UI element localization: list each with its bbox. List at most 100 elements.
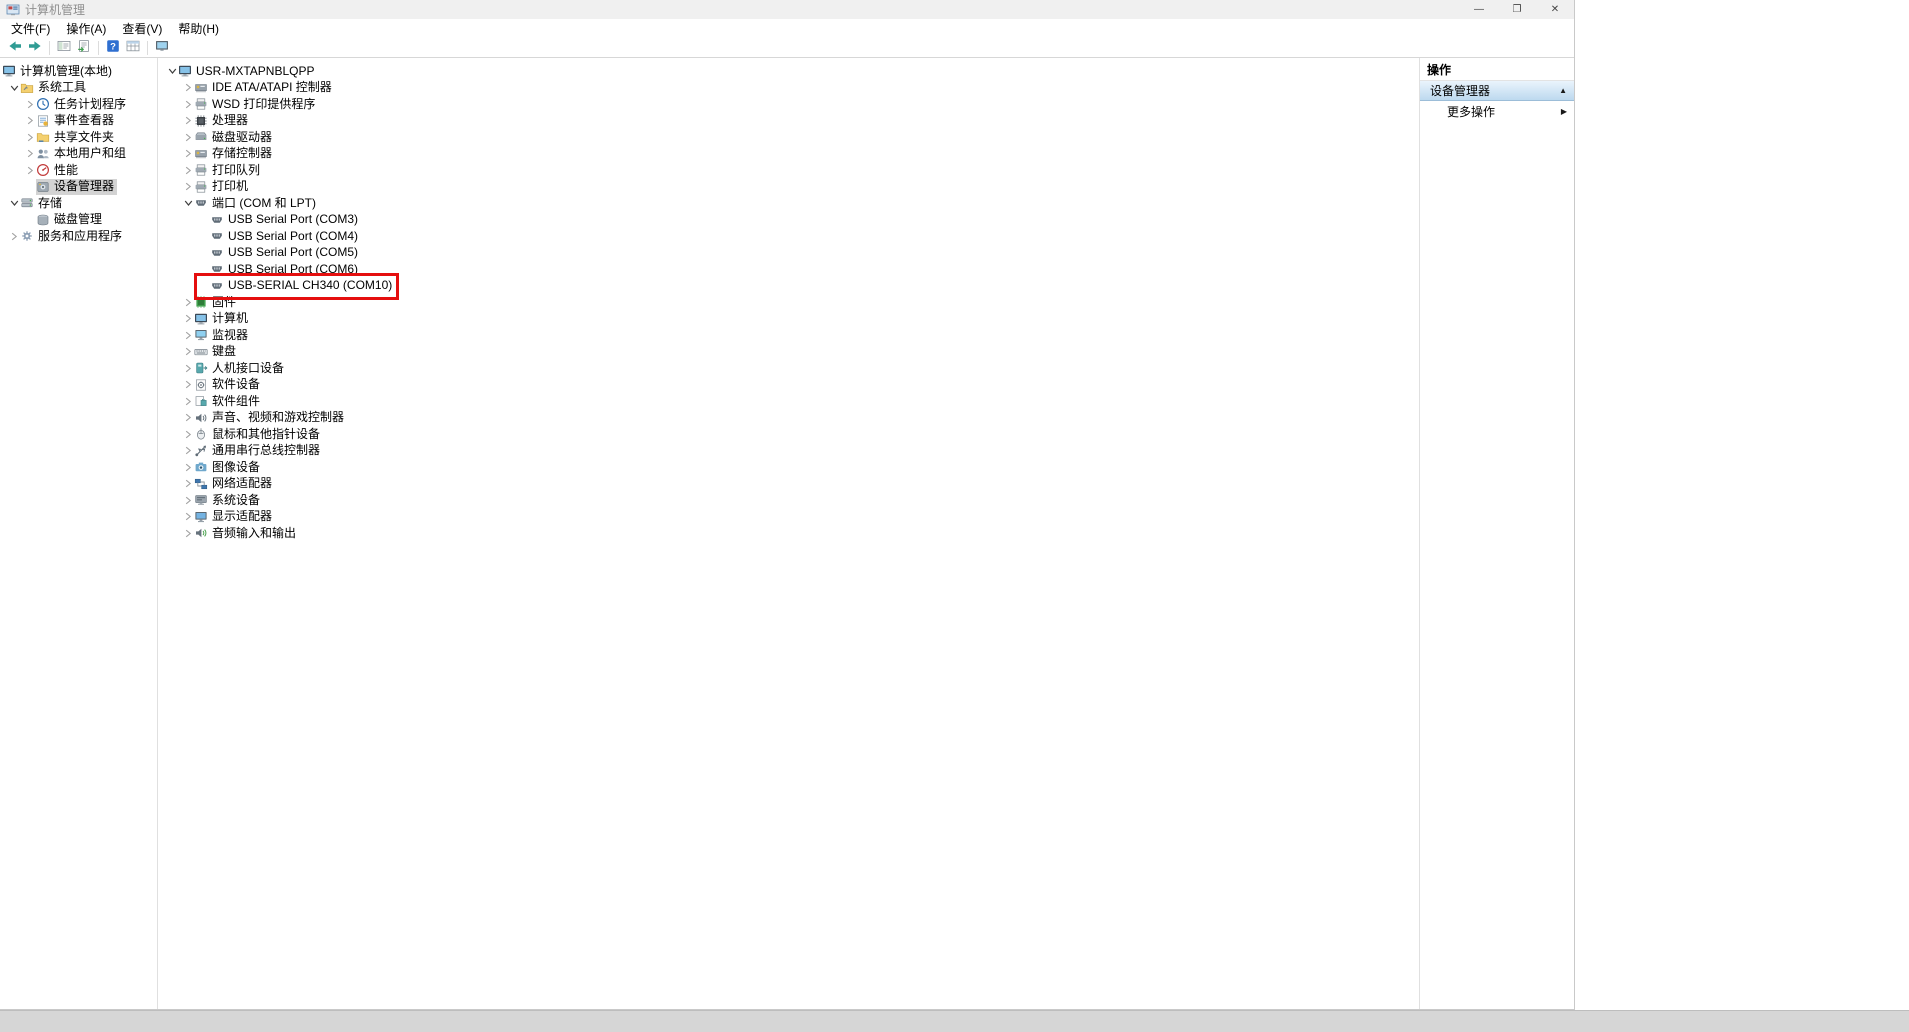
tree-item[interactable]: 计算机管理(本地) — [0, 63, 157, 80]
node[interactable]: 磁盘管理 — [36, 212, 105, 228]
node[interactable]: 人机接口设备 — [194, 361, 287, 377]
tree-item[interactable]: 图像设备 — [158, 459, 1419, 476]
minimize-button[interactable]: — — [1474, 4, 1484, 15]
expand-chevron-icon[interactable] — [182, 380, 194, 389]
expand-chevron-icon[interactable] — [182, 463, 194, 472]
tree-item[interactable]: USB Serial Port (COM5) — [158, 245, 1419, 262]
tree-item[interactable]: 打印队列 — [158, 162, 1419, 179]
tree-item[interactable]: 音频输入和输出 — [158, 525, 1419, 542]
tree-item[interactable]: 通用串行总线控制器 — [158, 443, 1419, 460]
expand-chevron-icon[interactable] — [24, 149, 36, 158]
node[interactable]: 图像设备 — [194, 460, 263, 476]
tree-item[interactable]: 本地用户和组 — [0, 146, 157, 163]
tree-item[interactable]: 性能 — [0, 162, 157, 179]
node[interactable]: 共享文件夹 — [36, 130, 117, 146]
node[interactable]: 计算机管理(本地) — [2, 64, 115, 80]
tree-item[interactable]: 键盘 — [158, 344, 1419, 361]
forward-button[interactable] — [25, 39, 45, 57]
tree-item[interactable]: USB Serial Port (COM3) — [158, 212, 1419, 229]
tree-item[interactable]: 事件查看器 — [0, 113, 157, 130]
tree-item[interactable]: 声音、视频和游戏控制器 — [158, 410, 1419, 427]
tree-item[interactable]: 系统工具 — [0, 80, 157, 97]
node[interactable]: 通用串行总线控制器 — [194, 443, 323, 459]
node[interactable]: 显示适配器 — [194, 509, 275, 525]
node[interactable]: USB Serial Port (COM5) — [210, 245, 361, 261]
tree-item[interactable]: 监视器 — [158, 327, 1419, 344]
expand-chevron-icon[interactable] — [24, 166, 36, 175]
node[interactable]: 本地用户和组 — [36, 146, 129, 162]
node[interactable]: 键盘 — [194, 344, 239, 360]
node[interactable]: 系统设备 — [194, 493, 263, 509]
node[interactable]: USR-MXTAPNBLQPP — [178, 64, 317, 80]
maximize-button[interactable]: ❐ — [1512, 4, 1522, 15]
expand-chevron-icon[interactable] — [182, 166, 194, 175]
menu-item-3[interactable]: 查看(V) — [122, 22, 163, 36]
more-actions-item[interactable]: 更多操作 ▶ — [1420, 101, 1574, 122]
node[interactable]: 服务和应用程序 — [20, 229, 125, 245]
tree-item[interactable]: WSD 打印提供程序 — [158, 96, 1419, 113]
expand-chevron-icon[interactable] — [182, 116, 194, 125]
node[interactable]: 计算机 — [194, 311, 251, 327]
tree-item[interactable]: 打印机 — [158, 179, 1419, 196]
tree-item[interactable]: 软件设备 — [158, 377, 1419, 394]
tree-item[interactable]: 服务和应用程序 — [0, 228, 157, 245]
expand-chevron-icon[interactable] — [182, 364, 194, 373]
tree-item[interactable]: 设备管理器 — [0, 179, 157, 196]
expand-chevron-icon[interactable] — [182, 83, 194, 92]
node[interactable]: 声音、视频和游戏控制器 — [194, 410, 347, 426]
selected-node[interactable]: 设备管理器 — [36, 179, 118, 195]
expand-chevron-icon[interactable] — [182, 100, 194, 109]
expand-chevron-icon[interactable] — [182, 182, 194, 191]
menu-item-4[interactable]: 帮助(H) — [178, 22, 219, 36]
node[interactable]: 网络适配器 — [194, 476, 275, 492]
node[interactable]: 存储 — [20, 196, 65, 212]
node[interactable]: USB Serial Port (COM6) — [210, 262, 361, 278]
node[interactable]: USB Serial Port (COM4) — [210, 229, 361, 245]
tree-item[interactable]: IDE ATA/ATAPI 控制器 — [158, 80, 1419, 97]
collapse-section-icon[interactable]: ▲ — [1559, 86, 1567, 95]
node[interactable]: 打印机 — [194, 179, 251, 195]
back-button[interactable] — [5, 39, 25, 57]
tree-item[interactable]: 人机接口设备 — [158, 360, 1419, 377]
collapse-chevron-icon[interactable] — [8, 84, 20, 92]
node[interactable]: USB-SERIAL CH340 (COM10) — [210, 278, 395, 294]
node[interactable]: 固件 — [194, 295, 239, 311]
collapse-chevron-icon[interactable] — [166, 67, 178, 75]
tree-item[interactable]: 系统设备 — [158, 492, 1419, 509]
tree-item[interactable]: 网络适配器 — [158, 476, 1419, 493]
tree-item[interactable]: USR-MXTAPNBLQPP — [158, 63, 1419, 80]
tree-item[interactable]: 鼠标和其他指针设备 — [158, 426, 1419, 443]
collapse-chevron-icon[interactable] — [8, 199, 20, 207]
node[interactable]: 鼠标和其他指针设备 — [194, 427, 323, 443]
tree-item[interactable]: 软件组件 — [158, 393, 1419, 410]
tree-item[interactable]: USB-SERIAL CH340 (COM10) — [158, 273, 1419, 300]
node[interactable]: 性能 — [36, 163, 81, 179]
node[interactable]: WSD 打印提供程序 — [194, 97, 318, 113]
tree-item[interactable]: 处理器 — [158, 113, 1419, 130]
expand-chevron-icon[interactable] — [8, 232, 20, 241]
node[interactable]: 打印队列 — [194, 163, 263, 179]
node[interactable]: 系统工具 — [20, 80, 89, 96]
node[interactable]: 事件查看器 — [36, 113, 117, 129]
expand-chevron-icon[interactable] — [182, 496, 194, 505]
expand-chevron-icon[interactable] — [24, 133, 36, 142]
export-list-button[interactable] — [74, 39, 94, 57]
tree-item[interactable]: 计算机 — [158, 311, 1419, 328]
expand-chevron-icon[interactable] — [182, 512, 194, 521]
node[interactable]: 软件设备 — [194, 377, 263, 393]
tree-item[interactable]: 共享文件夹 — [0, 129, 157, 146]
node[interactable]: USB Serial Port (COM3) — [210, 212, 361, 228]
tree-item[interactable]: 显示适配器 — [158, 509, 1419, 526]
expand-chevron-icon[interactable] — [182, 413, 194, 422]
node[interactable]: 处理器 — [194, 113, 251, 129]
actions-section-device-manager[interactable]: 设备管理器 ▲ — [1420, 81, 1574, 101]
help-button[interactable]: ? — [103, 39, 123, 57]
expand-chevron-icon[interactable] — [182, 446, 194, 455]
expand-chevron-icon[interactable] — [24, 100, 36, 109]
tree-item[interactable]: 存储 — [0, 195, 157, 212]
expand-chevron-icon[interactable] — [182, 314, 194, 323]
tree-item[interactable]: 端口 (COM 和 LPT) — [158, 195, 1419, 212]
node[interactable]: IDE ATA/ATAPI 控制器 — [194, 80, 335, 96]
node[interactable]: 任务计划程序 — [36, 97, 129, 113]
expand-chevron-icon[interactable] — [182, 529, 194, 538]
